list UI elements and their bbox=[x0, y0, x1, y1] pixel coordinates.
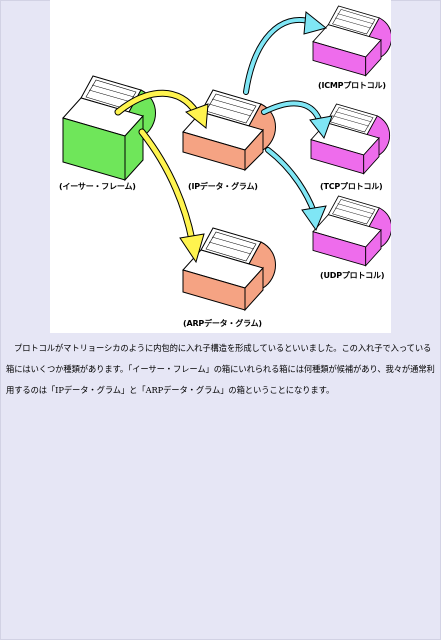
arp-datagram-box bbox=[182, 227, 276, 312]
arrow-ethernet-to-arp bbox=[138, 128, 205, 264]
caption-tcp-protocol: (TCPプロトコル) bbox=[320, 182, 383, 191]
body-paragraph: プロトコルがマトリョーシカのように内包的に入れ子構造を形成しているといいました。… bbox=[6, 343, 435, 395]
ethernet-frame-box bbox=[62, 75, 156, 182]
arrow-ip-to-tcp bbox=[261, 100, 333, 140]
caption-udp-protocol: (UDPプロトコル) bbox=[320, 271, 385, 280]
caption-arp-datagram: (ARPデータ・グラム) bbox=[183, 319, 262, 328]
caption-ip-datagram: (IPデータ・グラム) bbox=[188, 182, 258, 191]
ip-datagram-box bbox=[182, 89, 276, 172]
caption-icmp-protocol: (ICMPプロトコル) bbox=[318, 81, 386, 90]
arrow-ip-to-icmp bbox=[243, 11, 328, 95]
tcp-protocol-box bbox=[310, 103, 391, 175]
arrow-ethernet-to-ip bbox=[114, 89, 209, 129]
boxes-diagram bbox=[62, 5, 391, 312]
protocol-nesting-figure: (イーサー・フレーム) (IPデータ・グラム) (ICMPプロトコル) (TCP… bbox=[50, 0, 391, 333]
icmp-protocol-box bbox=[312, 5, 391, 77]
arrow-ip-to-udp bbox=[265, 147, 327, 232]
caption-ethernet-frame: (イーサー・フレーム) bbox=[59, 182, 136, 191]
udp-protocol-box bbox=[312, 195, 391, 267]
